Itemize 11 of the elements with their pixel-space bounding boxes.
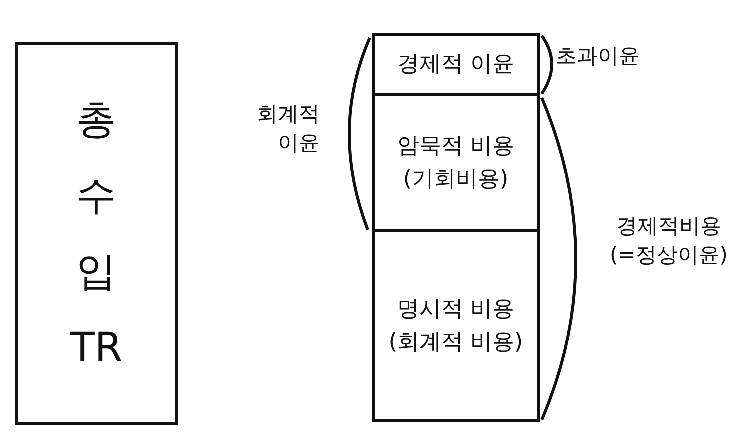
tall-box	[15, 42, 178, 425]
bracket-label: 회계적 이윤	[256, 101, 320, 158]
cell-text: 명시적 비용 (회계적 비용)	[388, 296, 524, 356]
cell-text: 총 수 입 TR	[69, 96, 124, 372]
stacked-cell	[372, 229, 540, 422]
stacked-cell	[372, 33, 540, 96]
bracket-label: 초과이윤	[556, 43, 641, 70]
cell-text: 암묵적 비용 (기회비용)	[396, 132, 516, 194]
bracket-label: 경제적비용 (=정상이윤)	[609, 213, 729, 270]
stacked-cell	[372, 93, 540, 232]
cell-text: 경제적 이윤	[396, 51, 516, 79]
